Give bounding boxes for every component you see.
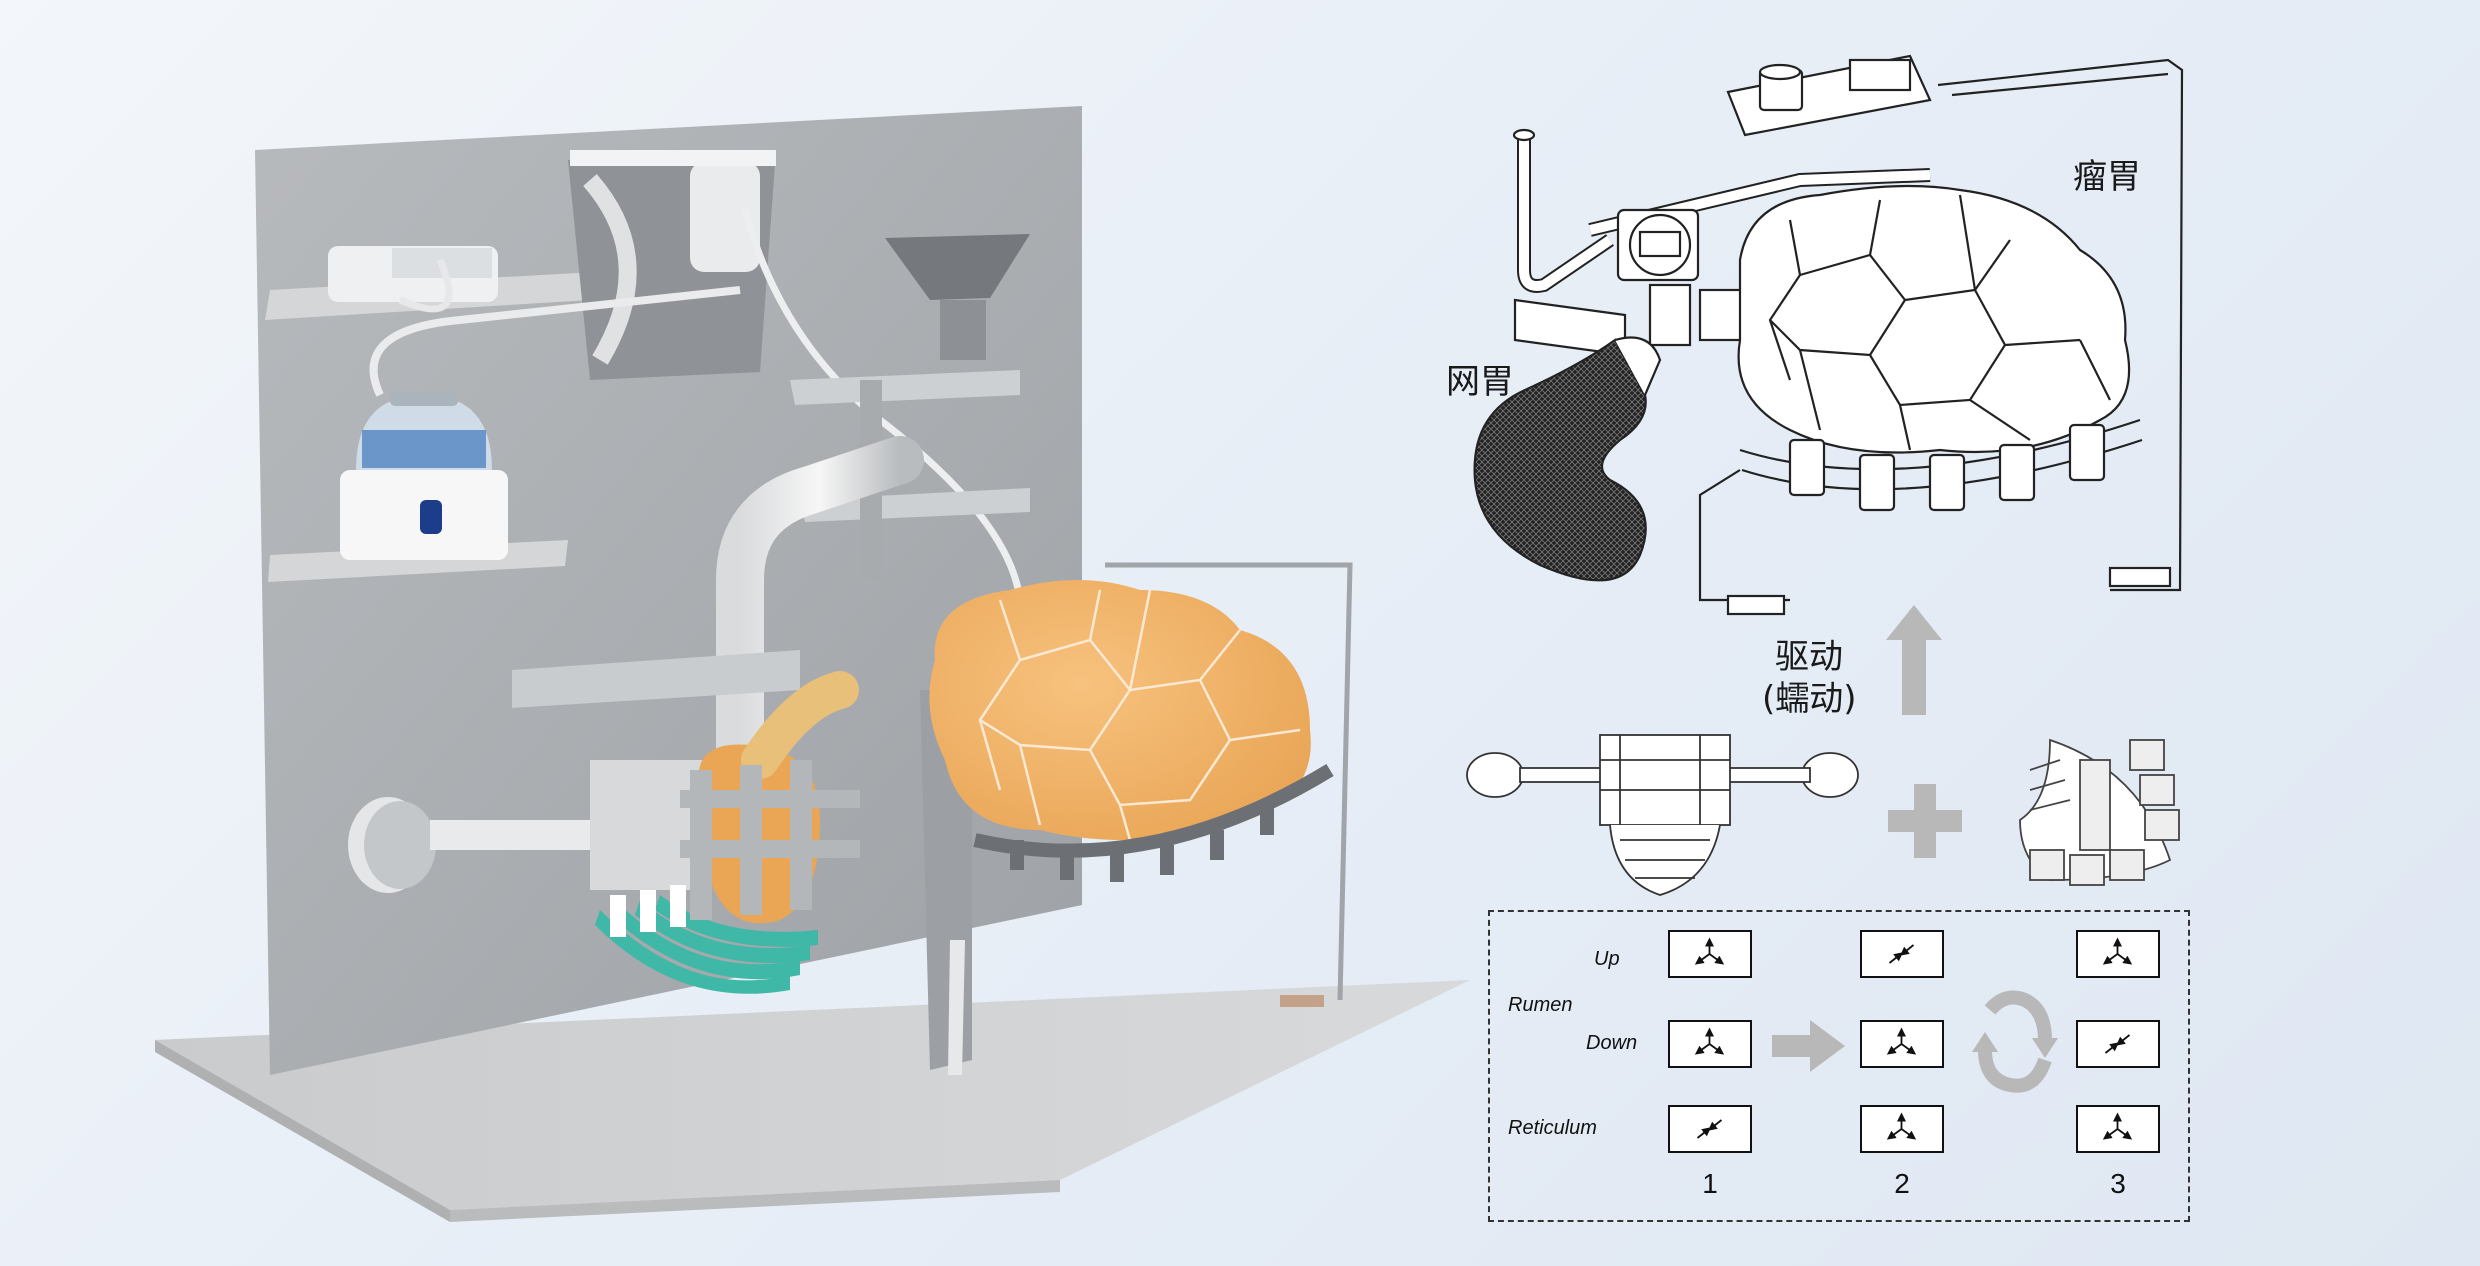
- state-box-reticulum-2: [1860, 1105, 1944, 1153]
- expand-arrows-icon: [1886, 1027, 1917, 1055]
- line-drawing: [1473, 54, 2184, 616]
- teal-actuators: [595, 885, 818, 994]
- legend-reticulum: Reticulum: [1508, 1117, 1597, 1139]
- rumen-drawing: [1737, 184, 2131, 454]
- drive-sub-label: (蠕动): [1762, 679, 1857, 719]
- base-plate: [155, 980, 1470, 1210]
- state-box-up-2: [1860, 930, 1944, 978]
- expand-arrows-icon: [1694, 937, 1725, 965]
- contract-arrows-icon: [1696, 1119, 1723, 1139]
- rumen-net-render: [978, 589, 1301, 841]
- legend-box: Rumen Up Down Reticulum 1 2 3: [1488, 910, 2190, 1222]
- expand-arrows-icon: [1886, 1112, 1917, 1140]
- state-box-down-2: [1860, 1020, 1944, 1068]
- state-box-down-1: [1668, 1020, 1752, 1068]
- state-box-down-3: [2076, 1020, 2160, 1068]
- column-number-1: 1: [1702, 1168, 1718, 1199]
- legend-rumen: Rumen: [1508, 994, 1573, 1016]
- drive-up-arrow: [1886, 605, 1942, 715]
- reticulum-label: 网胃: [1446, 362, 1514, 402]
- state-box-reticulum-1: [1668, 1105, 1752, 1153]
- legend-cycle-arrows: [1972, 990, 2058, 1093]
- contract-arrows-icon: [1888, 944, 1915, 964]
- drive-label: 驱动: [1775, 637, 1843, 677]
- column-number-2: 2: [1894, 1168, 1910, 1199]
- peristalsis-mechanism-drawing: [1466, 734, 1859, 896]
- legend-right-arrow: [1772, 1020, 1845, 1072]
- legend-up: Up: [1594, 948, 1620, 970]
- state-box-reticulum-3: [2076, 1105, 2160, 1153]
- expand-arrows-icon: [2102, 937, 2133, 965]
- column-number-3: 3: [2110, 1168, 2126, 1199]
- expand-arrows-icon: [1694, 1027, 1725, 1055]
- contract-arrows-icon: [2104, 1034, 2131, 1054]
- rumen-label: 瘤胃: [2073, 157, 2141, 197]
- state-box-up-3: [2076, 930, 2160, 978]
- rendered-device: [155, 106, 1470, 1222]
- soft-actuator-drawing: [2019, 738, 2180, 886]
- plus-sign: [1888, 784, 1962, 858]
- rumen-bag-render: [929, 580, 1311, 840]
- expand-arrows-icon: [2102, 1112, 2133, 1140]
- state-box-up-1: [1668, 930, 1752, 978]
- legend-down: Down: [1586, 1032, 1638, 1054]
- reticulum-drawing: [1473, 338, 1647, 582]
